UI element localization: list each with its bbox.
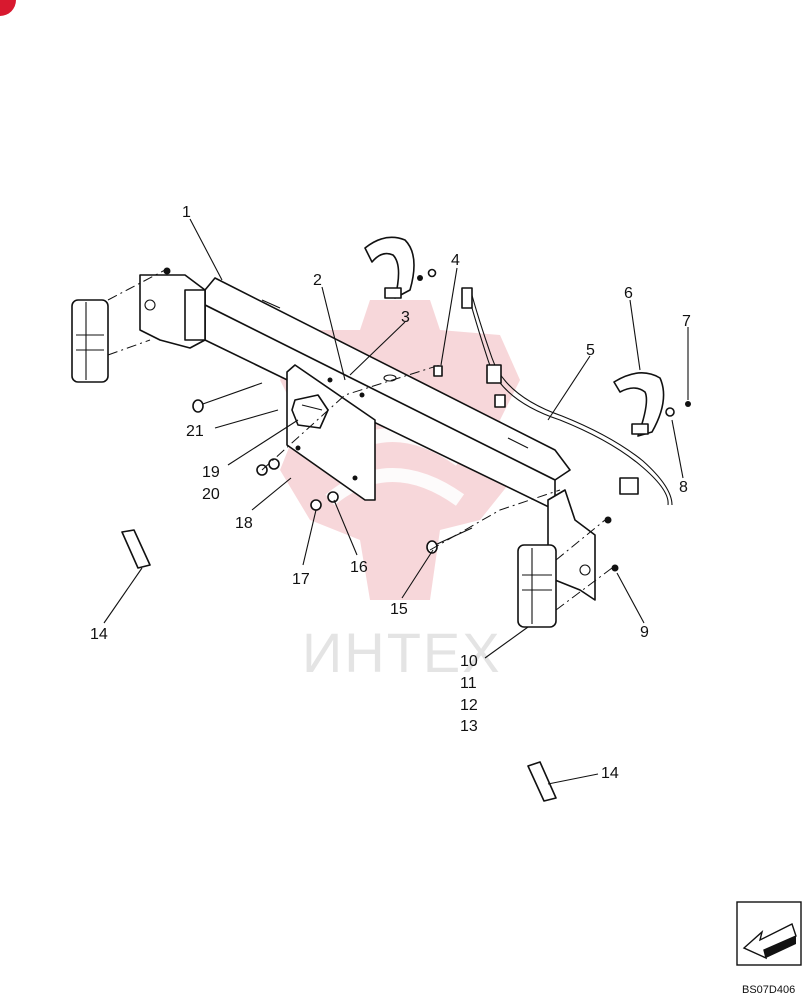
callout-9: 9 xyxy=(640,624,649,641)
connector-bolt xyxy=(433,365,443,377)
callout-2: 2 xyxy=(313,272,322,289)
left-bracket xyxy=(139,267,206,349)
long-bolt-right xyxy=(426,527,473,554)
callout-8: 8 xyxy=(679,479,688,496)
strap-upper xyxy=(364,236,437,299)
callout-6: 6 xyxy=(624,285,633,302)
callout-1: 1 xyxy=(182,204,191,221)
callout-labels: 1 2 3 4 5 6 7 8 9 10 11 12 13 14 14 15 1… xyxy=(90,204,691,782)
callout-14-left: 14 xyxy=(90,626,108,643)
callout-18: 18 xyxy=(235,515,253,532)
callout-3: 3 xyxy=(401,309,410,326)
callout-10: 10 xyxy=(460,653,478,670)
switch xyxy=(291,394,329,429)
next-page-button[interactable] xyxy=(736,901,802,966)
callout-14-right: 14 xyxy=(601,765,619,782)
callout-5: 5 xyxy=(586,342,595,359)
strap-right xyxy=(613,372,691,437)
reflector-left xyxy=(121,529,151,569)
callout-12: 12 xyxy=(460,697,478,714)
callout-15: 15 xyxy=(390,601,408,618)
callout-4: 4 xyxy=(451,252,460,269)
callout-7: 7 xyxy=(682,313,691,330)
left-lamp xyxy=(71,299,109,383)
leader-lines xyxy=(103,218,689,785)
corner-badge-icon xyxy=(0,0,16,16)
callout-16: 16 xyxy=(350,559,368,576)
callout-13: 13 xyxy=(460,718,478,735)
drawing-code: BS07D406 xyxy=(742,984,795,996)
callout-20: 20 xyxy=(202,486,220,503)
long-bolt-left xyxy=(192,382,263,413)
watermark-text: ИНТЕХ xyxy=(302,621,502,684)
callout-21: 21 xyxy=(186,423,204,440)
callout-19: 19 xyxy=(202,464,220,481)
callout-11: 11 xyxy=(460,675,477,692)
right-bracket xyxy=(547,489,619,601)
right-lamp xyxy=(517,544,557,628)
reflector-right xyxy=(527,761,557,802)
arrow-next-icon xyxy=(742,923,797,960)
wire-harness xyxy=(461,287,673,506)
callout-17: 17 xyxy=(292,571,310,588)
